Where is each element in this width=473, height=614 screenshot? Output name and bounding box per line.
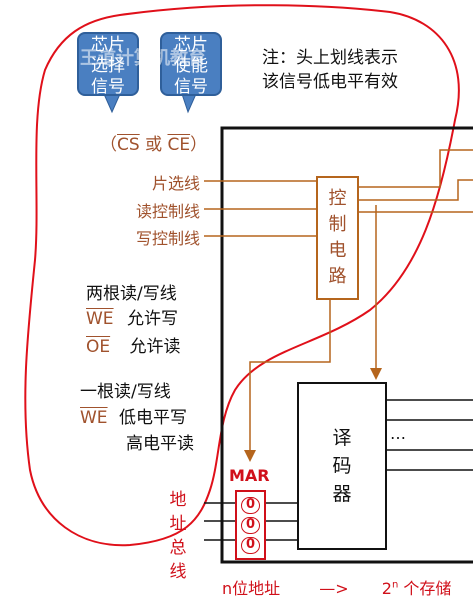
- decoder-char: 器: [332, 483, 352, 505]
- control-char: 制: [328, 214, 347, 235]
- signal-chip-select: 片选线: [151, 174, 200, 193]
- control-char: 控: [328, 188, 347, 209]
- decoder-char: 译: [332, 427, 352, 449]
- signal-read-control: 读控制线: [135, 202, 200, 221]
- bubble-line: 信号: [174, 77, 208, 97]
- ce-signal: CE: [167, 135, 191, 155]
- chip-enable-bubble: 芯片 使能 信号: [160, 32, 222, 97]
- decoder-output-dots: …: [390, 424, 406, 443]
- chip-select-bubble: 芯片 选择 信号: [77, 32, 139, 97]
- bus-char: 线: [169, 562, 187, 582]
- oe-desc: 允许读: [129, 337, 181, 357]
- note-line: 该信号低电平有效: [262, 72, 398, 92]
- paren-close: ）: [190, 135, 208, 155]
- we-low-row: WE 低电平写: [80, 406, 187, 430]
- mar-label: MAR: [229, 466, 270, 485]
- mar-bit: 0: [241, 496, 260, 514]
- mar-bit: 0: [241, 516, 260, 534]
- bubble-line: 使能: [174, 56, 208, 76]
- paren-open: （: [100, 135, 117, 155]
- mar-bit: 0: [241, 536, 260, 554]
- n-bit-address: n位地址: [222, 579, 281, 598]
- bubble-line: 芯片: [91, 35, 125, 55]
- cs-ce-label: （CS 或 CE）: [100, 130, 207, 155]
- bubble-line: 芯片: [174, 35, 208, 55]
- one-rw-line-title: 一根读/写线: [80, 382, 171, 402]
- control-circuit: 控 制 电 路: [316, 176, 359, 300]
- we-row: WE 允许写: [86, 307, 178, 331]
- decoder: 译 码 器: [297, 382, 387, 550]
- or-text: 或: [139, 135, 168, 155]
- we-desc: 允许写: [126, 309, 178, 329]
- we-signal: WE: [80, 408, 108, 428]
- oe-signal: OE: [86, 337, 111, 357]
- signal-write-control: 写控制线: [135, 229, 200, 248]
- we-high-desc: 高电平读: [126, 434, 194, 454]
- mar-register: 0 0 0: [235, 490, 266, 560]
- bubble-line: 选择: [91, 56, 125, 76]
- red-lasso-outline: [24, 4, 460, 547]
- address-bus-label: 地 址 总 线: [168, 488, 188, 584]
- bus-char: 址: [169, 514, 187, 534]
- arrow-text: —>: [319, 579, 349, 598]
- bottom-caption: n位地址 —> 2n 个存储: [222, 575, 451, 599]
- we-signal: WE: [86, 309, 114, 329]
- decoder-char: 码: [332, 455, 352, 477]
- oe-row: OE 允许读: [86, 335, 181, 359]
- we-low-desc: 低电平写: [118, 408, 187, 428]
- cs-signal: CS: [117, 135, 140, 155]
- control-char: 电: [328, 240, 347, 261]
- memory-chip-outline: [220, 126, 473, 564]
- bubble-line: 信号: [91, 77, 125, 97]
- note-line: 注：头上划线表示: [262, 48, 398, 68]
- overline-note: 注：头上划线表示 该信号低电平有效: [262, 46, 398, 94]
- two-rw-lines-title: 两根读/写线: [86, 284, 177, 304]
- power-base: 2: [381, 579, 392, 598]
- bus-char: 总: [169, 538, 187, 558]
- storage-text: 个存储: [398, 579, 452, 598]
- watermark: 王道计算机教育: [80, 48, 206, 69]
- control-char: 路: [328, 266, 347, 287]
- power-exp: n: [391, 579, 399, 591]
- bus-char: 地: [169, 490, 187, 510]
- storage-count: 2n 个存储: [382, 579, 452, 598]
